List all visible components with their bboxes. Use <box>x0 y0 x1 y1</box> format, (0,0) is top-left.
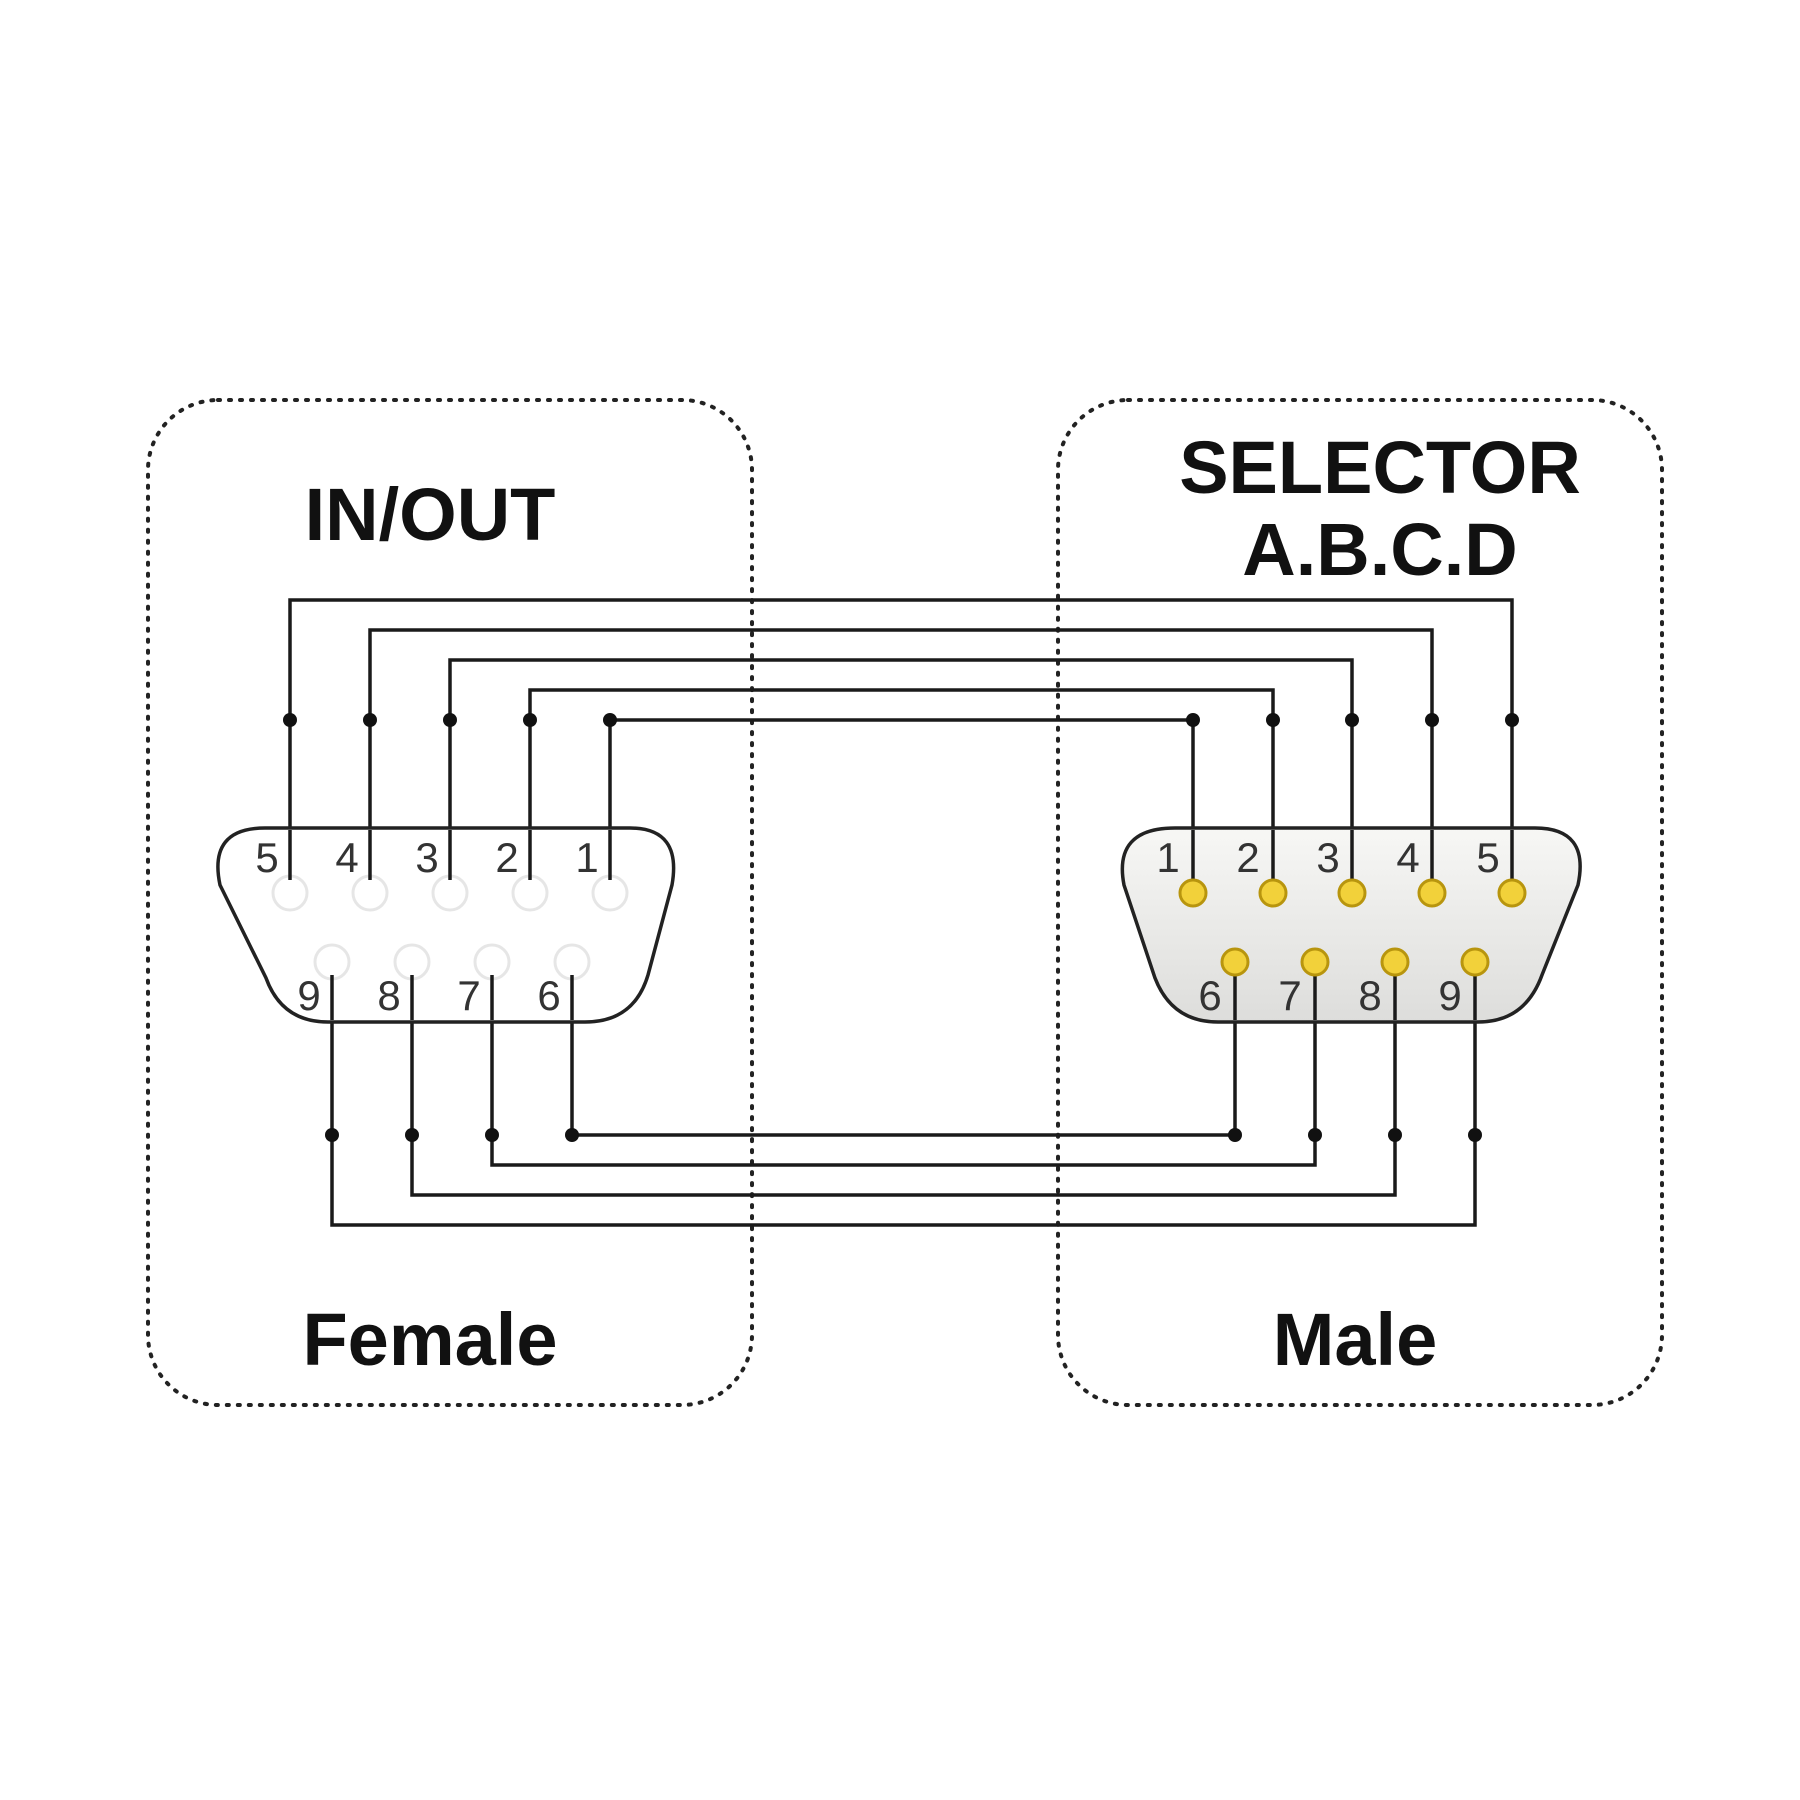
wire-pin7 <box>490 960 1317 1167</box>
junction-dot <box>405 1128 419 1142</box>
female-pin-leads <box>288 830 612 1020</box>
female-socket-4 <box>351 874 389 912</box>
female-pin-number: 3 <box>415 834 438 881</box>
selector-title-line2: A.B.C.D <box>1242 508 1517 591</box>
junction-dot <box>1228 1128 1242 1142</box>
junction-dots <box>283 713 1519 1142</box>
female-socket-2 <box>511 874 549 912</box>
in-out-title: IN/OUT <box>305 473 556 556</box>
wire-pin4 <box>368 628 1434 880</box>
male-pin-2 <box>1258 878 1288 908</box>
female-socket-3 <box>431 874 469 912</box>
male-pin-number: 7 <box>1278 972 1301 1019</box>
male-pin-numbers: 1 2 3 4 5 6 7 8 9 <box>1156 834 1499 1019</box>
top-wire-bundle <box>288 598 1514 880</box>
selector-title-line1: SELECTOR <box>1179 426 1581 509</box>
male-pin-number: 3 <box>1316 834 1339 881</box>
female-pin-number: 2 <box>495 834 518 881</box>
junction-dot <box>523 713 537 727</box>
male-pin-7 <box>1300 947 1330 977</box>
wire-pin3 <box>448 658 1354 880</box>
junction-dot <box>283 713 297 727</box>
junction-dot <box>1388 1128 1402 1142</box>
male-pin-number: 4 <box>1396 834 1419 881</box>
junction-dot <box>1266 713 1280 727</box>
male-pin-number: 6 <box>1198 972 1221 1019</box>
female-db9-connector: 5 4 3 2 1 9 8 7 6 <box>216 826 676 1024</box>
wire-pin8 <box>410 960 1397 1197</box>
in-out-zone <box>146 398 754 1407</box>
female-pin-number: 7 <box>457 972 480 1019</box>
male-pin-6 <box>1220 947 1250 977</box>
male-pin-4 <box>1417 878 1447 908</box>
male-pin-5 <box>1497 878 1527 908</box>
female-socket-5 <box>271 874 309 912</box>
male-pin-number: 1 <box>1156 834 1179 881</box>
female-pin-number: 9 <box>297 972 320 1019</box>
female-connector-shell <box>216 826 676 1024</box>
female-label: Female <box>302 1298 557 1381</box>
male-label: Male <box>1273 1298 1438 1381</box>
wire-pin1 <box>608 718 1195 880</box>
junction-dot <box>1345 713 1359 727</box>
wire-pin5 <box>288 598 1514 880</box>
junction-dot <box>1186 713 1200 727</box>
male-db9-connector: 1 2 3 4 5 6 7 8 9 <box>1120 826 1582 1024</box>
junction-dot <box>485 1128 499 1142</box>
male-pins <box>1178 878 1527 977</box>
male-pin-9 <box>1460 947 1490 977</box>
bottom-wire-bundle <box>330 960 1477 1227</box>
male-pin-number: 8 <box>1358 972 1381 1019</box>
male-pin-number: 5 <box>1476 834 1499 881</box>
male-pin-8 <box>1380 947 1410 977</box>
female-pin-number: 4 <box>335 834 358 881</box>
wire-pin9 <box>330 960 1477 1227</box>
junction-dot <box>1505 713 1519 727</box>
junction-dot <box>603 713 617 727</box>
junction-dot <box>565 1128 579 1142</box>
female-pin-number: 8 <box>377 972 400 1019</box>
female-socket-holes <box>271 874 629 981</box>
female-pin-numbers: 5 4 3 2 1 9 8 7 6 <box>255 834 598 1019</box>
female-pin-number: 5 <box>255 834 278 881</box>
junction-dot <box>443 713 457 727</box>
male-pin-number: 9 <box>1438 972 1461 1019</box>
female-socket-1 <box>591 874 629 912</box>
junction-dot <box>1468 1128 1482 1142</box>
selector-zone <box>1056 398 1664 1407</box>
junction-dot <box>1425 713 1439 727</box>
junction-dot <box>325 1128 339 1142</box>
wire-pin2 <box>528 688 1275 880</box>
male-pin-1 <box>1178 878 1208 908</box>
female-pin-number: 6 <box>537 972 560 1019</box>
junction-dot <box>1308 1128 1322 1142</box>
male-pin-number: 2 <box>1236 834 1259 881</box>
wire-pin6 <box>570 960 1237 1137</box>
male-pin-leads <box>1191 830 1514 1020</box>
junction-dot <box>363 713 377 727</box>
female-pin-number: 1 <box>575 834 598 881</box>
male-pin-3 <box>1337 878 1367 908</box>
